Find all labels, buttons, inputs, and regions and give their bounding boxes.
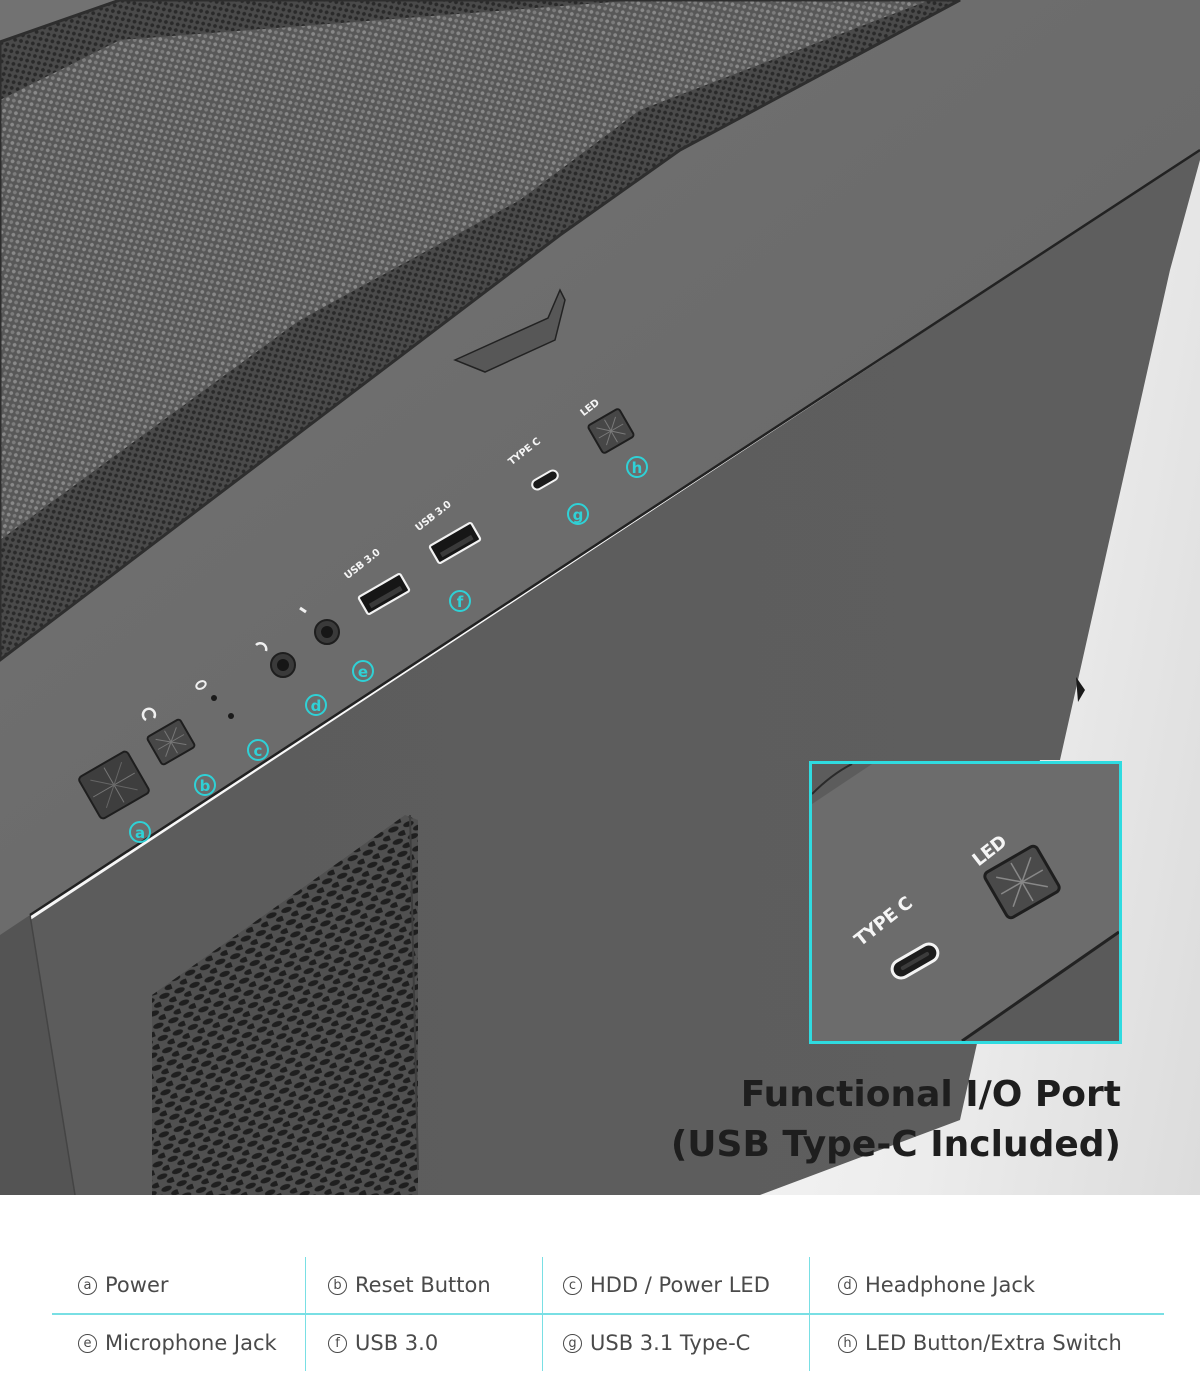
- marker-b: b: [194, 774, 216, 796]
- legend-label: USB 3.0: [355, 1331, 439, 1355]
- legend-label: LED Button/Extra Switch: [865, 1331, 1122, 1355]
- usb-type-c-port[interactable]: [530, 469, 559, 492]
- usb-a-port-2[interactable]: [428, 521, 482, 565]
- legend-item-type-c: g USB 3.1 Type-C: [542, 1315, 809, 1371]
- marker-e: e: [352, 660, 374, 682]
- headline: Functional I/O Port (USB Type-C Included…: [671, 1070, 1121, 1170]
- marker-a: a: [129, 821, 151, 843]
- power-led: [228, 713, 234, 719]
- legend-key-b: b: [328, 1275, 347, 1295]
- legend-label: Reset Button: [355, 1273, 491, 1297]
- headphone-symbol-icon: [255, 642, 268, 652]
- reset-symbol-icon: [141, 707, 157, 722]
- legend-key-e: e: [78, 1333, 97, 1353]
- legend-label: USB 3.1 Type-C: [590, 1331, 751, 1355]
- marker-c: c: [247, 739, 269, 761]
- legend-label: Headphone Jack: [865, 1273, 1036, 1297]
- legend-item-power: a Power: [52, 1257, 305, 1313]
- legend-key-d: d: [838, 1275, 857, 1295]
- legend-item-headphone: d Headphone Jack: [809, 1257, 1164, 1313]
- legend-row-1: a Power b Reset Button c HDD / Power LED…: [52, 1257, 1164, 1315]
- legend-key-g: g: [563, 1333, 582, 1353]
- product-photo: USB 3.0 USB 3.0 TYPE C LED a b c d e f g…: [0, 0, 1200, 1195]
- legend-item-usb3: f USB 3.0: [305, 1315, 542, 1371]
- power-button[interactable]: [78, 750, 150, 820]
- headline-line-1: Functional I/O Port: [740, 1074, 1121, 1115]
- legend-label: Power: [105, 1273, 169, 1297]
- reset-button[interactable]: [146, 718, 196, 766]
- legend-item-reset: b Reset Button: [305, 1257, 542, 1313]
- marker-h: h: [626, 456, 648, 478]
- legend-key-c: c: [563, 1275, 582, 1295]
- marker-g: g: [567, 503, 589, 525]
- legend-item-led-button: h LED Button/Extra Switch: [809, 1315, 1164, 1371]
- legend-label: HDD / Power LED: [590, 1273, 770, 1297]
- legend-key-h: h: [838, 1333, 857, 1353]
- hdd-led: [211, 695, 217, 701]
- headline-line-2: (USB Type-C Included): [670, 1124, 1121, 1165]
- inset-led-button: [983, 844, 1061, 920]
- legend-key-f: f: [328, 1333, 347, 1353]
- microphone-symbol-icon: [299, 606, 307, 614]
- legend-row-2: e Microphone Jack f USB 3.0 g USB 3.1 Ty…: [52, 1315, 1164, 1371]
- io-zoom-inset: TYPE C LED: [809, 761, 1122, 1044]
- hdd-symbol-icon: [195, 680, 207, 690]
- marker-f: f: [449, 590, 471, 612]
- legend-item-microphone: e Microphone Jack: [52, 1315, 305, 1371]
- port-legend-table: a Power b Reset Button c HDD / Power LED…: [52, 1257, 1164, 1371]
- legend-key-a: a: [78, 1275, 97, 1295]
- legend-label: Microphone Jack: [105, 1331, 277, 1355]
- usb-a-port-1[interactable]: [357, 572, 411, 616]
- legend-item-hdd-led: c HDD / Power LED: [542, 1257, 809, 1313]
- marker-d: d: [305, 694, 327, 716]
- led-button[interactable]: [587, 408, 635, 454]
